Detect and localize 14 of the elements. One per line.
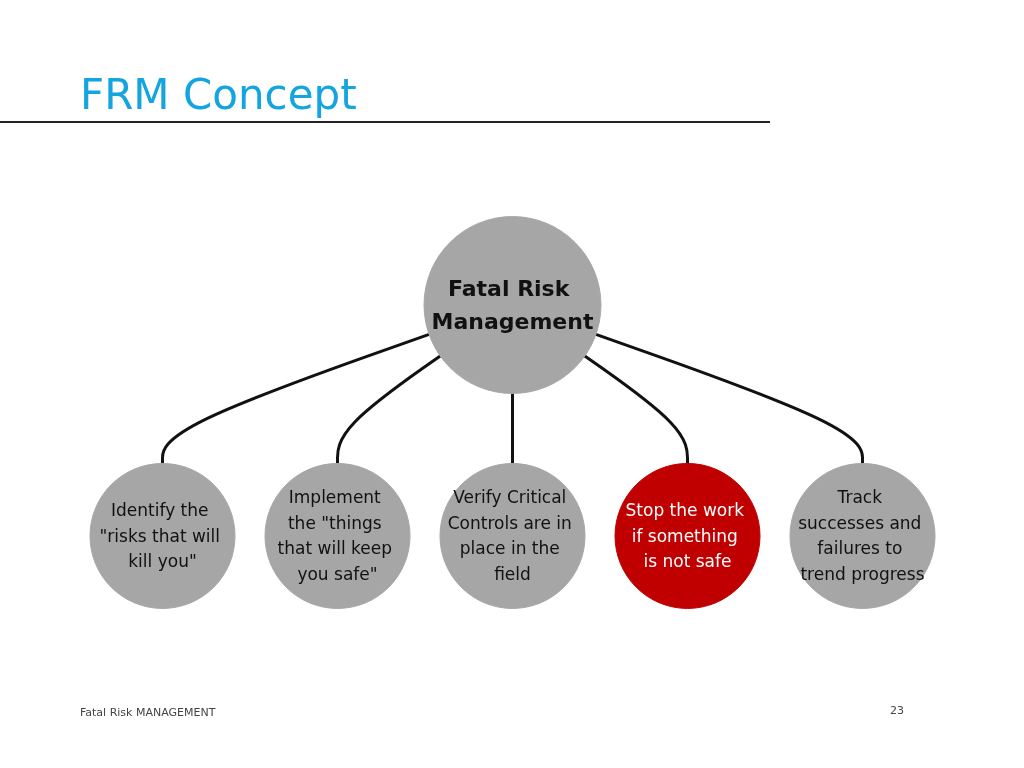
- connector: [160, 333, 430, 464]
- slide-title: FRM Concept: [80, 70, 357, 119]
- page-number: 23: [890, 704, 904, 717]
- node-circle: Identify the "risks that will kill you": [89, 462, 235, 609]
- connector: [594, 333, 864, 464]
- node-circle: Fatal Risk Management: [423, 216, 601, 394]
- connector: [510, 393, 514, 464]
- node-circle: Track successes and failures to trend progress: [789, 462, 935, 609]
- node-circle: Verify Critical Controls are in place in the field: [439, 462, 585, 609]
- footer-text: Fatal Risk MANAGEMENT: [80, 706, 216, 719]
- connector: [335, 354, 441, 464]
- connector: [583, 354, 689, 464]
- node-circle: Stop the work if something is not safe: [614, 462, 760, 609]
- node-circle: Implement the "things that will keep you safe": [264, 462, 410, 609]
